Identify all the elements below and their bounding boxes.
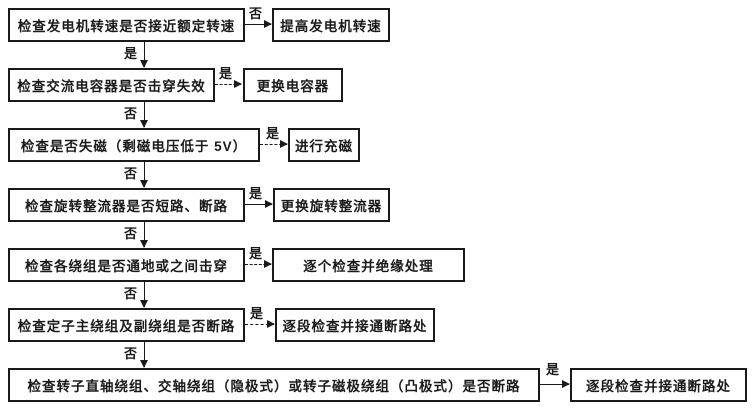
check-label: 检查转子直轴绕组、交轴绕组（隐极式）或转子磁极绕组（凸极式）是否断路 [27,379,521,394]
check-box-winding-ground: 检查各绕组是否通地或之间击穿 [8,248,245,282]
action-box-reconnect-break-2: 逐段检查并接通断路处 [570,368,747,402]
check-label: 检查各绕组是否通地或之间击穿 [25,259,228,274]
branch-label-6: 是 [250,306,264,321]
action-box-reconnect-break-1: 逐段检查并接通断路处 [275,308,435,342]
action-box-replace-rectifier: 更换旋转整流器 [273,188,390,222]
branch-label-4: 是 [249,186,263,201]
down-label-3: 否 [124,166,138,181]
branch-arrow-right-1 [245,19,272,28]
action-box-raise-speed: 提高发电机转速 [272,8,390,42]
down-label-2: 否 [124,106,138,121]
down-arrow-2 [139,102,148,128]
action-label: 提高发电机转速 [280,19,382,34]
action-box-insulation-treatment: 逐个检查并绝缘处理 [272,248,465,282]
down-arrow-1 [139,42,148,68]
action-label: 更换电容器 [256,79,330,94]
down-label-4: 否 [124,226,138,241]
down-arrow-4 [139,222,148,248]
branch-arrow-right-6 [245,319,275,328]
branch-arrow-right-2 [215,79,242,88]
branch-label-5: 是 [249,246,263,261]
down-arrow-6 [139,342,148,368]
check-label: 检查是否失磁（剩磁电压低于 5V） [20,139,248,154]
branch-arrow-right-4 [245,199,273,208]
check-box-stator-windings: 检查定子主绕组及副绕组是否断路 [8,308,245,342]
check-label: 检查旋转整流器是否短路、断路 [25,199,228,214]
branch-arrow-right-5 [245,259,272,268]
branch-arrow-right-3 [260,139,288,148]
check-box-generator-speed: 检查发电机转速是否接近额定转速 [8,8,245,42]
action-box-recharge-magnetism: 进行充磁 [288,128,360,162]
down-label-1: 是 [124,46,138,61]
check-box-rotor-windings: 检查转子直轴绕组、交轴绕组（隐极式）或转子磁极绕组（凸极式）是否断路 [8,368,540,402]
branch-label-3: 是 [266,126,280,141]
down-label-6: 否 [124,346,138,361]
down-arrow-3 [139,162,148,188]
check-label: 检查交流电容器是否击穿失效 [17,79,206,94]
action-box-replace-capacitor: 更换电容器 [243,68,343,102]
branch-label-1: 否 [249,6,263,21]
branch-label-2: 是 [219,66,233,81]
action-label: 逐个检查并绝缘处理 [303,259,434,274]
action-label: 进行充磁 [295,139,353,154]
down-arrow-5 [139,282,148,308]
check-box-rotating-rectifier: 检查旋转整流器是否短路、断路 [8,188,245,222]
check-label: 检查定子主绕组及副绕组是否断路 [17,319,236,334]
check-box-loss-of-magnetism: 检查是否失磁（剩磁电压低于 5V） [8,128,260,162]
action-label: 更换旋转整流器 [280,199,383,214]
action-label: 逐段检查并接通断路处 [586,379,731,394]
action-label: 逐段检查并接通断路处 [282,319,428,334]
check-label: 检查发电机转速是否接近额定转速 [17,19,236,34]
branch-arrow-right-7 [540,379,570,388]
branch-label-7: 是 [546,362,560,377]
down-label-5: 否 [124,286,138,301]
check-box-ac-capacitor: 检查交流电容器是否击穿失效 [8,68,215,102]
